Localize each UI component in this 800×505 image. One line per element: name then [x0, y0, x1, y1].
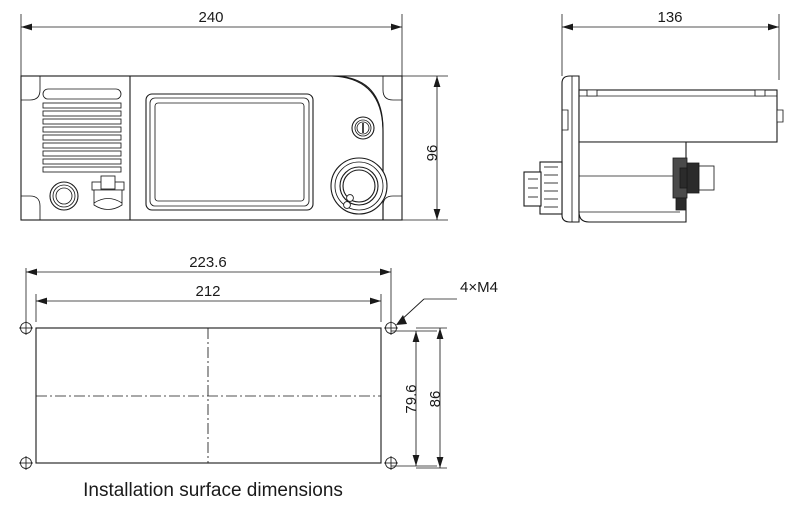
install-panel-outline: [35, 327, 382, 464]
mic-connector-lip: [93, 198, 123, 204]
knurled-knob-small: [523, 171, 542, 207]
connector-mid: [686, 162, 700, 194]
rear-connector[interactable]: [672, 157, 715, 211]
flange-notch: [562, 109, 569, 131]
display-screen: [154, 102, 305, 202]
side-right-tab: [776, 109, 784, 123]
mic-connector[interactable]: [91, 175, 125, 210]
install-outer-width-label: 223.6: [189, 254, 227, 271]
front-height-arrow-bottom: [433, 209, 441, 220]
grille-slot: [42, 134, 122, 141]
rotary-knob[interactable]: [330, 157, 388, 215]
side-depth-label: 136: [657, 9, 682, 26]
front-width-arrow-left: [21, 23, 32, 31]
display-bezel-inner: [149, 97, 310, 207]
rotary-knob-dot-upper: [346, 194, 354, 202]
screw-callout-label: 4×M4: [460, 279, 498, 296]
install-outer-height-arrow-bottom: [436, 457, 444, 468]
grille-slot: [42, 150, 122, 157]
mounting-hole-top-left: [19, 321, 33, 335]
side-depth-arrow-left: [562, 23, 573, 31]
grille-slot: [42, 102, 122, 109]
connector-pin-block: [679, 167, 688, 189]
front-height-arrow-top: [433, 76, 441, 87]
grille-slot: [42, 126, 122, 133]
install-inner-width-arrow-right: [370, 297, 381, 305]
front-width-arrow-right: [391, 23, 402, 31]
install-outer-height-label: 86: [427, 391, 444, 408]
mounting-hole-top-right: [384, 321, 398, 335]
install-hole-height-arrow-top: [412, 331, 420, 342]
connector-foot: [675, 197, 687, 211]
knurled-knob-large: [539, 161, 563, 215]
install-hole-height-label: 79.6: [403, 384, 420, 413]
grille-slot: [42, 158, 122, 165]
lcd-display[interactable]: [145, 93, 314, 211]
installation-caption: Installation surface dimensions: [83, 480, 343, 501]
mounting-flange: [561, 75, 580, 223]
side-top-tab-left: [586, 89, 598, 97]
grille-slot: [42, 118, 122, 125]
volume-knob-outer-ring: [49, 181, 79, 211]
mic-connector-tab: [100, 175, 116, 190]
grille-slot-top: [42, 88, 122, 100]
volume-knob-inner-ring: [55, 187, 73, 205]
side-body-upper: [578, 89, 784, 143]
install-outer-width-arrow-right: [380, 268, 391, 276]
front-height-label: 96: [424, 145, 441, 162]
grille-slot: [42, 142, 122, 149]
power-button[interactable]: [351, 116, 375, 140]
side-depth-arrow-right: [768, 23, 779, 31]
side-view: [523, 14, 784, 223]
side-body-main: [578, 89, 778, 143]
grille-slot: [42, 110, 122, 117]
installation-surface-view: [19, 268, 457, 470]
speaker-grille: [42, 88, 122, 173]
knurled-knob[interactable]: [523, 161, 563, 215]
flange-plate: [561, 75, 580, 223]
front-corner-bracket-tr: [382, 76, 402, 101]
install-hole-height-arrow-bottom: [412, 455, 420, 466]
rotary-knob-ring3: [339, 166, 379, 206]
screw-callout-arrowhead: [396, 315, 407, 325]
rotary-knob-ring2: [334, 161, 384, 211]
volume-knob[interactable]: [49, 181, 79, 211]
front-face-contour: [130, 75, 384, 220]
side-body-lower: [578, 141, 687, 223]
install-inner-width-label: 212: [195, 283, 220, 300]
connector-shell: [698, 165, 715, 191]
rotary-knob-ring4: [342, 169, 376, 203]
grille-slot: [42, 166, 122, 173]
front-corner-bracket-bl: [21, 195, 41, 220]
mounting-hole-bottom-right: [384, 456, 398, 470]
front-view: [20, 14, 448, 221]
front-width-label: 240: [198, 9, 223, 26]
side-top-tab-right: [754, 89, 766, 97]
rotary-knob-dot-lower: [343, 201, 351, 209]
mic-connector-body: [93, 189, 123, 210]
volume-knob-mid-ring: [52, 184, 76, 208]
install-outer-height-arrow-top: [436, 328, 444, 339]
front-corner-bracket-tl: [21, 76, 41, 101]
install-inner-width-arrow-left: [36, 297, 47, 305]
install-outer-width-arrow-left: [26, 268, 37, 276]
power-button-ring: [354, 119, 372, 137]
mounting-hole-bottom-left: [19, 456, 33, 470]
side-chassis: [578, 141, 687, 223]
